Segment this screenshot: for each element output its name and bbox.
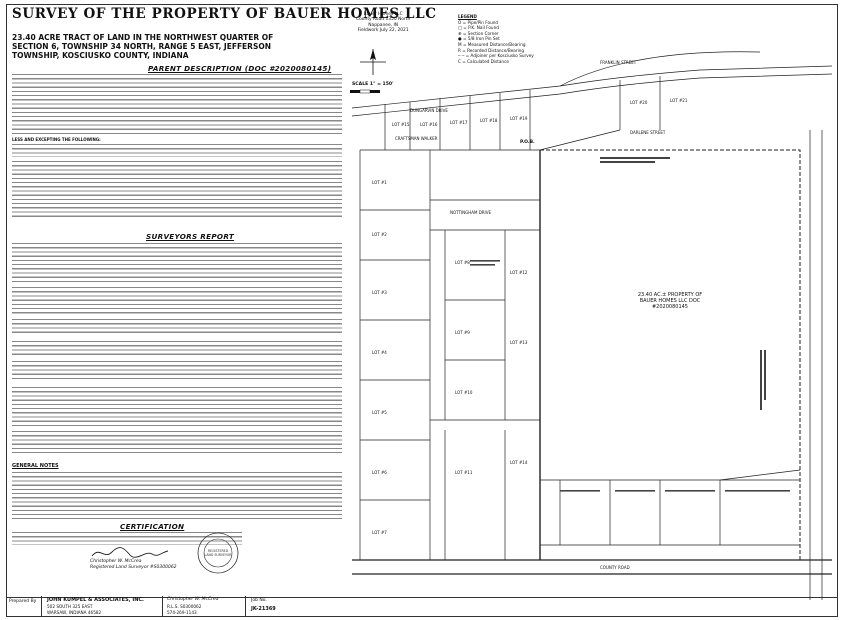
company-address-1: 502 SOUTH 325 EAST xyxy=(47,604,93,609)
pob-label: P.O.B. xyxy=(520,140,535,145)
scale-label: SCALE 1" = 150' xyxy=(352,82,394,87)
lot-label: LOT #13 xyxy=(510,340,528,345)
client-line-4: Fieldwork July 22, 2021 xyxy=(357,28,409,34)
survey-subtitle: 23.40 ACRE TRACT OF LAND IN THE NORTHWES… xyxy=(12,33,274,60)
general-notes-header: GENERAL NOTES xyxy=(12,463,59,469)
lot-label: LOT #3 xyxy=(372,290,387,295)
street-label: DUNGARVIN DRIVE xyxy=(410,108,448,113)
client-line-3: Nappanee, IN xyxy=(368,22,399,28)
lot-label: LOT #9 xyxy=(455,330,470,335)
surveyor-seal: REGISTERED LAND SURVEYOR xyxy=(197,532,239,574)
legend-item: M = Measured Distance/Bearing xyxy=(458,41,526,47)
legend-item: O = Pipe/Pin Found xyxy=(458,19,499,25)
street-label: FRANKLIN STREET xyxy=(600,60,637,65)
lot-label: LOT #15 xyxy=(392,122,410,127)
street-label: COUNTY ROAD xyxy=(600,565,630,570)
lot-label: LOT #4 xyxy=(372,350,387,355)
lot-label: LOT #2 xyxy=(372,232,387,237)
street-label: NOTTINGHAM DRIVE xyxy=(450,210,491,215)
lot-label: LOT #1 xyxy=(372,180,387,185)
lot-label: LOT #21 xyxy=(670,98,688,103)
report-item-1 xyxy=(12,242,342,282)
excepting-text-1 xyxy=(12,143,342,157)
report-item-5 xyxy=(12,360,342,382)
lot-label: LOT #6 xyxy=(372,470,387,475)
lot-label: LOT #16 xyxy=(420,122,438,127)
job-number: JK-21369 xyxy=(251,606,276,612)
legend-item: ─ ─ = Adjoiner per Kosciusko Survey xyxy=(458,53,534,59)
legend-item: ⊕ = Section Corner xyxy=(458,30,499,36)
title-block: Prepared By JOHN KUMPEL & ASSOCIATES, IN… xyxy=(6,596,838,617)
client-line-1: Bauer Homes LLC xyxy=(363,12,403,17)
lot-label: LOT #18 xyxy=(480,118,498,123)
client-line-2: County Road 1350 North xyxy=(356,17,411,23)
company-address-2: WARSAW, INDIANA 46582 xyxy=(47,610,102,615)
survey-title: SURVEY OF THE PROPERTY OF BAUER HOMES LL… xyxy=(12,6,437,22)
lot-label: LOT #14 xyxy=(510,460,528,465)
tb-surveyor: Christopher W. McCrea xyxy=(167,597,219,602)
lot-label: LOT #20 xyxy=(630,100,648,105)
job-label: Job No. xyxy=(251,598,267,603)
parent-description-text xyxy=(12,73,342,135)
report-item-7 xyxy=(12,430,342,456)
tb-phone: 574-269-1143 xyxy=(167,610,197,615)
sheet-border xyxy=(6,4,838,598)
surveyors-report-header: SURVEYORS REPORT xyxy=(146,232,235,241)
surveyor-role: Registered Land Surveyor #S0300062 xyxy=(90,565,177,570)
lot-label: LOT #19 xyxy=(510,116,528,121)
lot-label: LOT #8 xyxy=(455,260,470,265)
street-label: CRAFTSMAN WALKER xyxy=(395,136,438,141)
legend-item: C = Calculated Distance xyxy=(458,58,509,64)
street-label: DARLENE STREET xyxy=(630,130,666,135)
report-item-2 xyxy=(12,286,342,314)
parent-description-header: PARENT DESCRIPTION (DOC #2020080145) xyxy=(148,64,332,73)
prepared-by-label: Prepared By xyxy=(9,599,37,604)
tb-rls: R.L.S. S0300062 xyxy=(167,604,202,609)
certification-header: CERTIFICATION xyxy=(120,522,185,531)
lot-label: LOT #7 xyxy=(372,530,387,535)
general-notes-text xyxy=(12,471,342,519)
legend-item: ● = 5/8 Iron Pin Set xyxy=(458,36,500,42)
lot-label: LOT #17 xyxy=(450,120,468,125)
legend-item: □ = P.K. Nail Found xyxy=(458,25,499,31)
lot-label: LOT #12 xyxy=(510,270,528,275)
surveyor-name: Christopher W. McCrea xyxy=(90,559,142,564)
tract-label: 23.40 AC.± PROPERTY OF BAUER HOMES LLC D… xyxy=(637,292,703,310)
less-excepting-label: LESS AND EXCEPTING THE FOLLOWING: xyxy=(12,137,101,142)
legend-block: LEGEND O = Pipe/Pin Found □ = P.K. Nail … xyxy=(458,14,534,64)
company-name: JOHN KUMPEL & ASSOCIATES, INC. xyxy=(47,597,144,603)
excepting-text-2 xyxy=(12,160,342,218)
lot-label: LOT #5 xyxy=(372,410,387,415)
legend-title: LEGEND xyxy=(458,14,477,19)
lot-label: LOT #10 xyxy=(455,390,473,395)
svg-text:REGISTERED: REGISTERED xyxy=(208,549,229,553)
report-item-4 xyxy=(12,340,342,356)
certification-text xyxy=(12,531,242,545)
svg-text:LAND SURVEYOR: LAND SURVEYOR xyxy=(205,553,233,557)
legend-item: R = Recorded Distance/Bearing xyxy=(458,47,525,53)
lot-label: LOT #11 xyxy=(455,470,473,475)
north-arrow-icon: N xyxy=(360,49,386,75)
report-item-6 xyxy=(12,386,342,426)
signature-mark xyxy=(91,547,169,558)
report-item-3 xyxy=(12,318,342,336)
client-block: Bauer Homes LLC County Road 1350 North N… xyxy=(356,12,410,34)
scale-bar xyxy=(350,89,380,94)
